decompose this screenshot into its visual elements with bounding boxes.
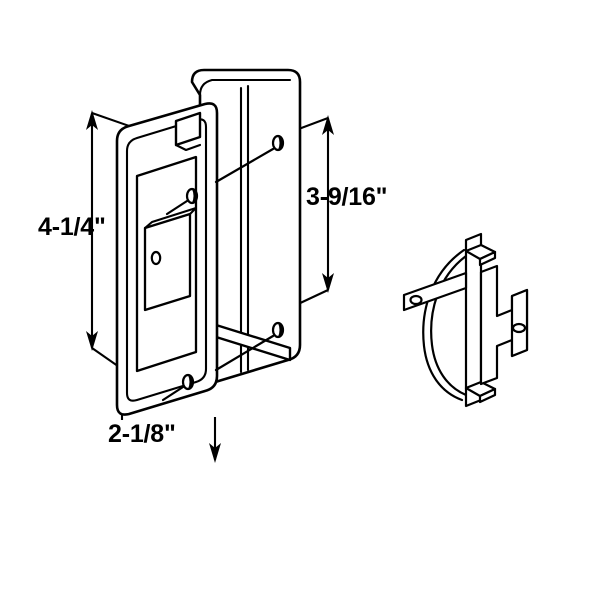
mounting-hole-rear-lower-shadow [278, 323, 283, 337]
handle-pull-bracket [115, 68, 302, 416]
latch-spring-arc [422, 248, 466, 402]
mounting-hole-front-lower-shadow [188, 375, 193, 389]
mounting-hole-rear-upper-shadow [278, 136, 283, 150]
dimension-label-depth: 3-9/16" [306, 183, 388, 211]
arrow-up-depth-icon [322, 115, 334, 135]
arrow-down-right-width-icon [209, 443, 221, 463]
grip-center-hole [150, 250, 162, 266]
top-notch-edge [174, 143, 202, 152]
dimension-label-width: 2-1/8" [108, 420, 176, 448]
mounting-hole-rear-upper-leader [214, 147, 275, 184]
arrow-down-height-icon [86, 331, 98, 351]
mounting-hole-front-upper-shadow [192, 189, 197, 203]
front-plate-inner-outline [125, 118, 208, 402]
mounting-hole-front-upper-leader [165, 199, 189, 216]
depth-leader-top [295, 117, 329, 131]
rear-plate-top-edge [198, 78, 292, 97]
top-notch [174, 111, 202, 147]
arrow-down-depth-icon [322, 273, 334, 293]
mounting-hole-front-lower-leader [161, 385, 185, 402]
latch-bottom-tab-face [478, 387, 497, 404]
dimension-lines [90, 112, 330, 460]
mounting-hole-rear-lower-leader [214, 334, 275, 372]
depth-leader-bottom [295, 289, 329, 306]
latch-main-post [464, 232, 483, 408]
grip-paddle [143, 212, 192, 312]
arrow-up-height-icon [86, 110, 98, 130]
latch-mechanism [402, 232, 529, 408]
latch-top-tab-face [478, 250, 497, 267]
latch-left-arm-hole [409, 294, 423, 306]
latch-spring-arc-inner [430, 254, 468, 397]
latch-right-flange-hole [511, 322, 527, 334]
dimension-label-height: 4-1/4" [38, 213, 106, 241]
mounting-holes [161, 134, 285, 402]
grip-paddle-top-edge [143, 206, 198, 230]
